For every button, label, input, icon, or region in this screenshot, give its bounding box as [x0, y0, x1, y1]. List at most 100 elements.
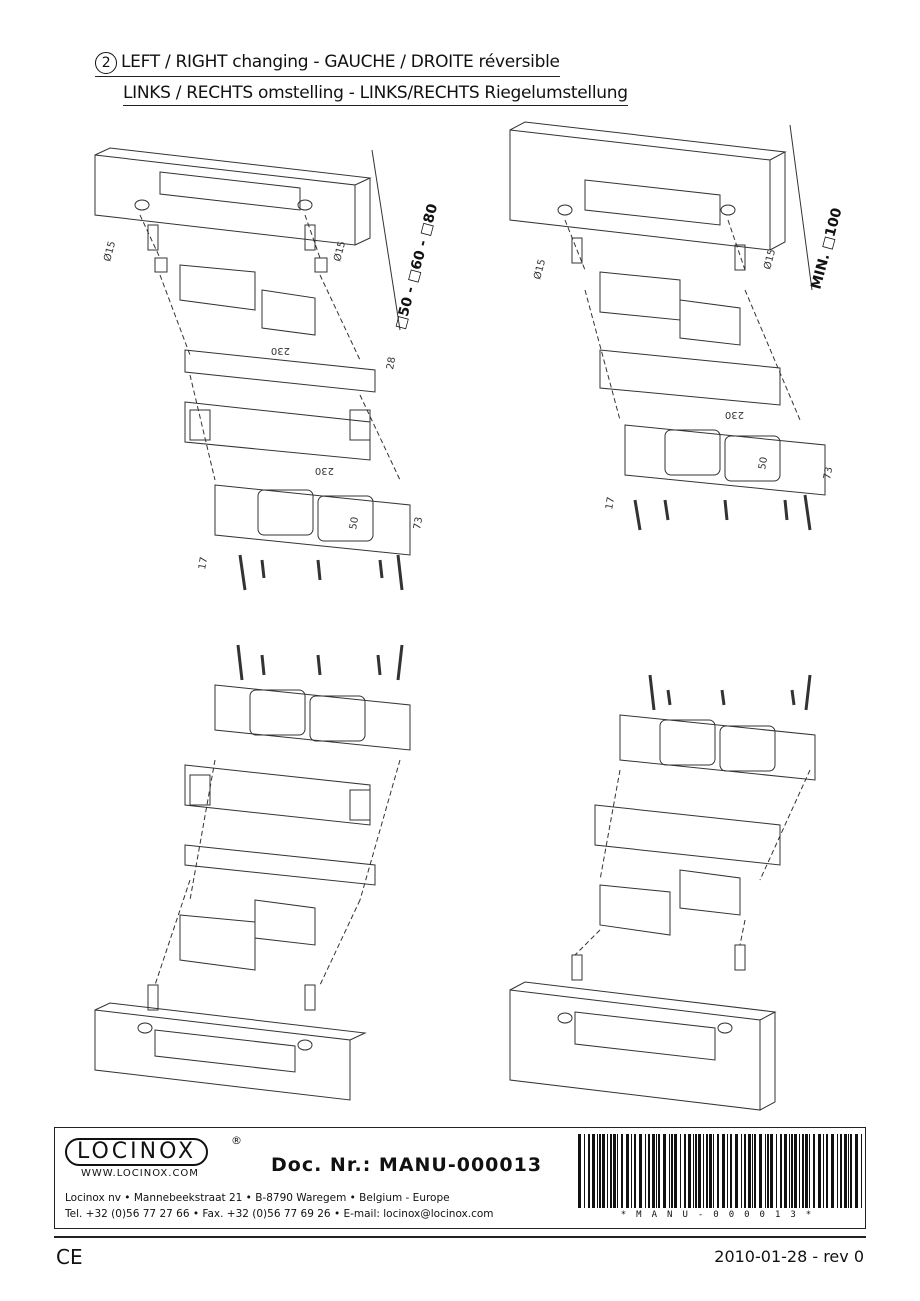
barcode-bar [855, 1134, 858, 1208]
registered-mark: ® [231, 1134, 242, 1147]
barcode-bar [674, 1134, 677, 1208]
drawing-bottom-right [509, 674, 816, 1111]
barcode-bar [639, 1134, 642, 1208]
barcode-bar [717, 1134, 719, 1208]
barcode-bar [592, 1134, 595, 1208]
drawing-top-left: Ø15 Ø15 □50 - □60 - □80 230 28 230 50 73… [94, 147, 441, 591]
barcode-bar [735, 1134, 738, 1208]
barcode-bar [713, 1134, 714, 1208]
barcode-bar [780, 1134, 782, 1208]
dimension-label: 17 [197, 556, 210, 570]
barcode-bar [809, 1134, 810, 1208]
barcode-bar [826, 1134, 828, 1208]
barcode-bar [658, 1134, 660, 1208]
barcode-bar [805, 1134, 808, 1208]
barcode-bar [671, 1134, 673, 1208]
barcode-bar [656, 1134, 657, 1208]
barcode-bar [741, 1134, 742, 1208]
barcode-bar [722, 1134, 725, 1208]
barcode-bar [744, 1134, 746, 1208]
dimension-label: 28 [385, 356, 398, 370]
date-revision: 2010-01-28 - rev 0 [714, 1247, 864, 1266]
barcode-bar [663, 1134, 666, 1208]
barcode-bar [578, 1134, 581, 1208]
dimension-label: 50 [757, 456, 770, 470]
barcode-bar [861, 1134, 862, 1208]
barcode-bar [684, 1134, 686, 1208]
barcode-bar [652, 1134, 655, 1208]
barcode-bar [767, 1134, 769, 1208]
barcode-bar [693, 1134, 694, 1208]
barcode-bar [802, 1134, 804, 1208]
barcode-bar [607, 1134, 608, 1208]
barcode-bar [602, 1134, 605, 1208]
barcode-label: *MANU-000013* [620, 1210, 822, 1220]
barcode-bar [727, 1134, 728, 1208]
locinox-logo: LOCINOX [65, 1138, 209, 1166]
barcode-bar [831, 1134, 834, 1208]
barcode-bar [597, 1134, 598, 1208]
barcode-bar [813, 1134, 815, 1208]
barcode-bar [634, 1134, 636, 1208]
barcode [578, 1134, 862, 1208]
dimension-label: 230 [725, 409, 744, 420]
website-link[interactable]: WWW.LOCINOX.COM [81, 1168, 199, 1179]
dimension-label: Ø15 [331, 240, 348, 263]
contact-info: Tel. +32 (0)56 77 27 66 • Fax. +32 (0)56… [65, 1208, 494, 1220]
dimension-label: 230 [315, 465, 334, 476]
section-title-line2: LINKS / RECHTS omstelling - LINKS/RECHTS… [123, 83, 628, 106]
dimension-label: 17 [604, 496, 617, 510]
barcode-bar [765, 1134, 766, 1208]
doc-number: Doc. Nr.: MANU-000013 [271, 1154, 543, 1176]
barcode-bar [613, 1134, 616, 1208]
barcode-bar [776, 1134, 777, 1208]
drawing-bottom-left [94, 644, 411, 1101]
barcode-bar [759, 1134, 762, 1208]
barcode-bar [706, 1134, 708, 1208]
barcode-bar [648, 1134, 650, 1208]
barcode-bar [688, 1134, 691, 1208]
barcode-bar [850, 1134, 852, 1208]
drawing-top-right: Ø15 Ø15 MIN. □100 230 50 73 17 [509, 121, 846, 531]
barcode-bar [584, 1134, 585, 1208]
dimension-label: Ø15 [761, 248, 778, 271]
barcode-bar [631, 1134, 632, 1208]
dimension-label: 73 [822, 466, 835, 480]
dimension-label: MIN. □100 [808, 206, 845, 291]
footer-info-box: LOCINOX ® WWW.LOCINOX.COM Doc. Nr.: MANU… [54, 1127, 866, 1229]
address: Locinox nv • Mannebeekstraat 21 • B-8790… [65, 1192, 450, 1204]
barcode-bar [698, 1134, 701, 1208]
dimension-label: Ø15 [531, 258, 548, 281]
barcode-bar [752, 1134, 753, 1208]
barcode-bar [818, 1134, 821, 1208]
barcode-bar [588, 1134, 590, 1208]
barcode-bar [645, 1134, 646, 1208]
barcode-bar [794, 1134, 797, 1208]
barcode-bar [730, 1134, 732, 1208]
barcode-bar [621, 1134, 623, 1208]
barcode-bar [770, 1134, 773, 1208]
barcode-bar [626, 1134, 629, 1208]
barcode-bar [695, 1134, 697, 1208]
assembly-drawings: Ø15 Ø15 □50 - □60 - □80 230 28 230 50 73… [94, 121, 846, 1111]
barcode-bar [703, 1134, 704, 1208]
footer-divider [54, 1236, 866, 1238]
title-text: LEFT / RIGHT changing - GAUCHE / DROITE … [121, 52, 560, 72]
barcode-bar [791, 1134, 793, 1208]
barcode-bar [680, 1134, 681, 1208]
dimension-label: □50 - □60 - □80 [392, 202, 441, 331]
barcode-bar [789, 1134, 790, 1208]
barcode-bar [709, 1134, 712, 1208]
barcode-bar [844, 1134, 847, 1208]
barcode-bar [848, 1134, 849, 1208]
barcode-bar [754, 1134, 756, 1208]
barcode-bar [799, 1134, 800, 1208]
step-number: 2 [95, 52, 117, 74]
barcode-bar [617, 1134, 618, 1208]
dimension-label: 230 [271, 345, 290, 356]
barcode-bar [784, 1134, 787, 1208]
dimension-label: Ø15 [101, 240, 118, 263]
barcode-bar [669, 1134, 670, 1208]
barcode-bar [823, 1134, 824, 1208]
dimension-label: 73 [412, 516, 425, 530]
